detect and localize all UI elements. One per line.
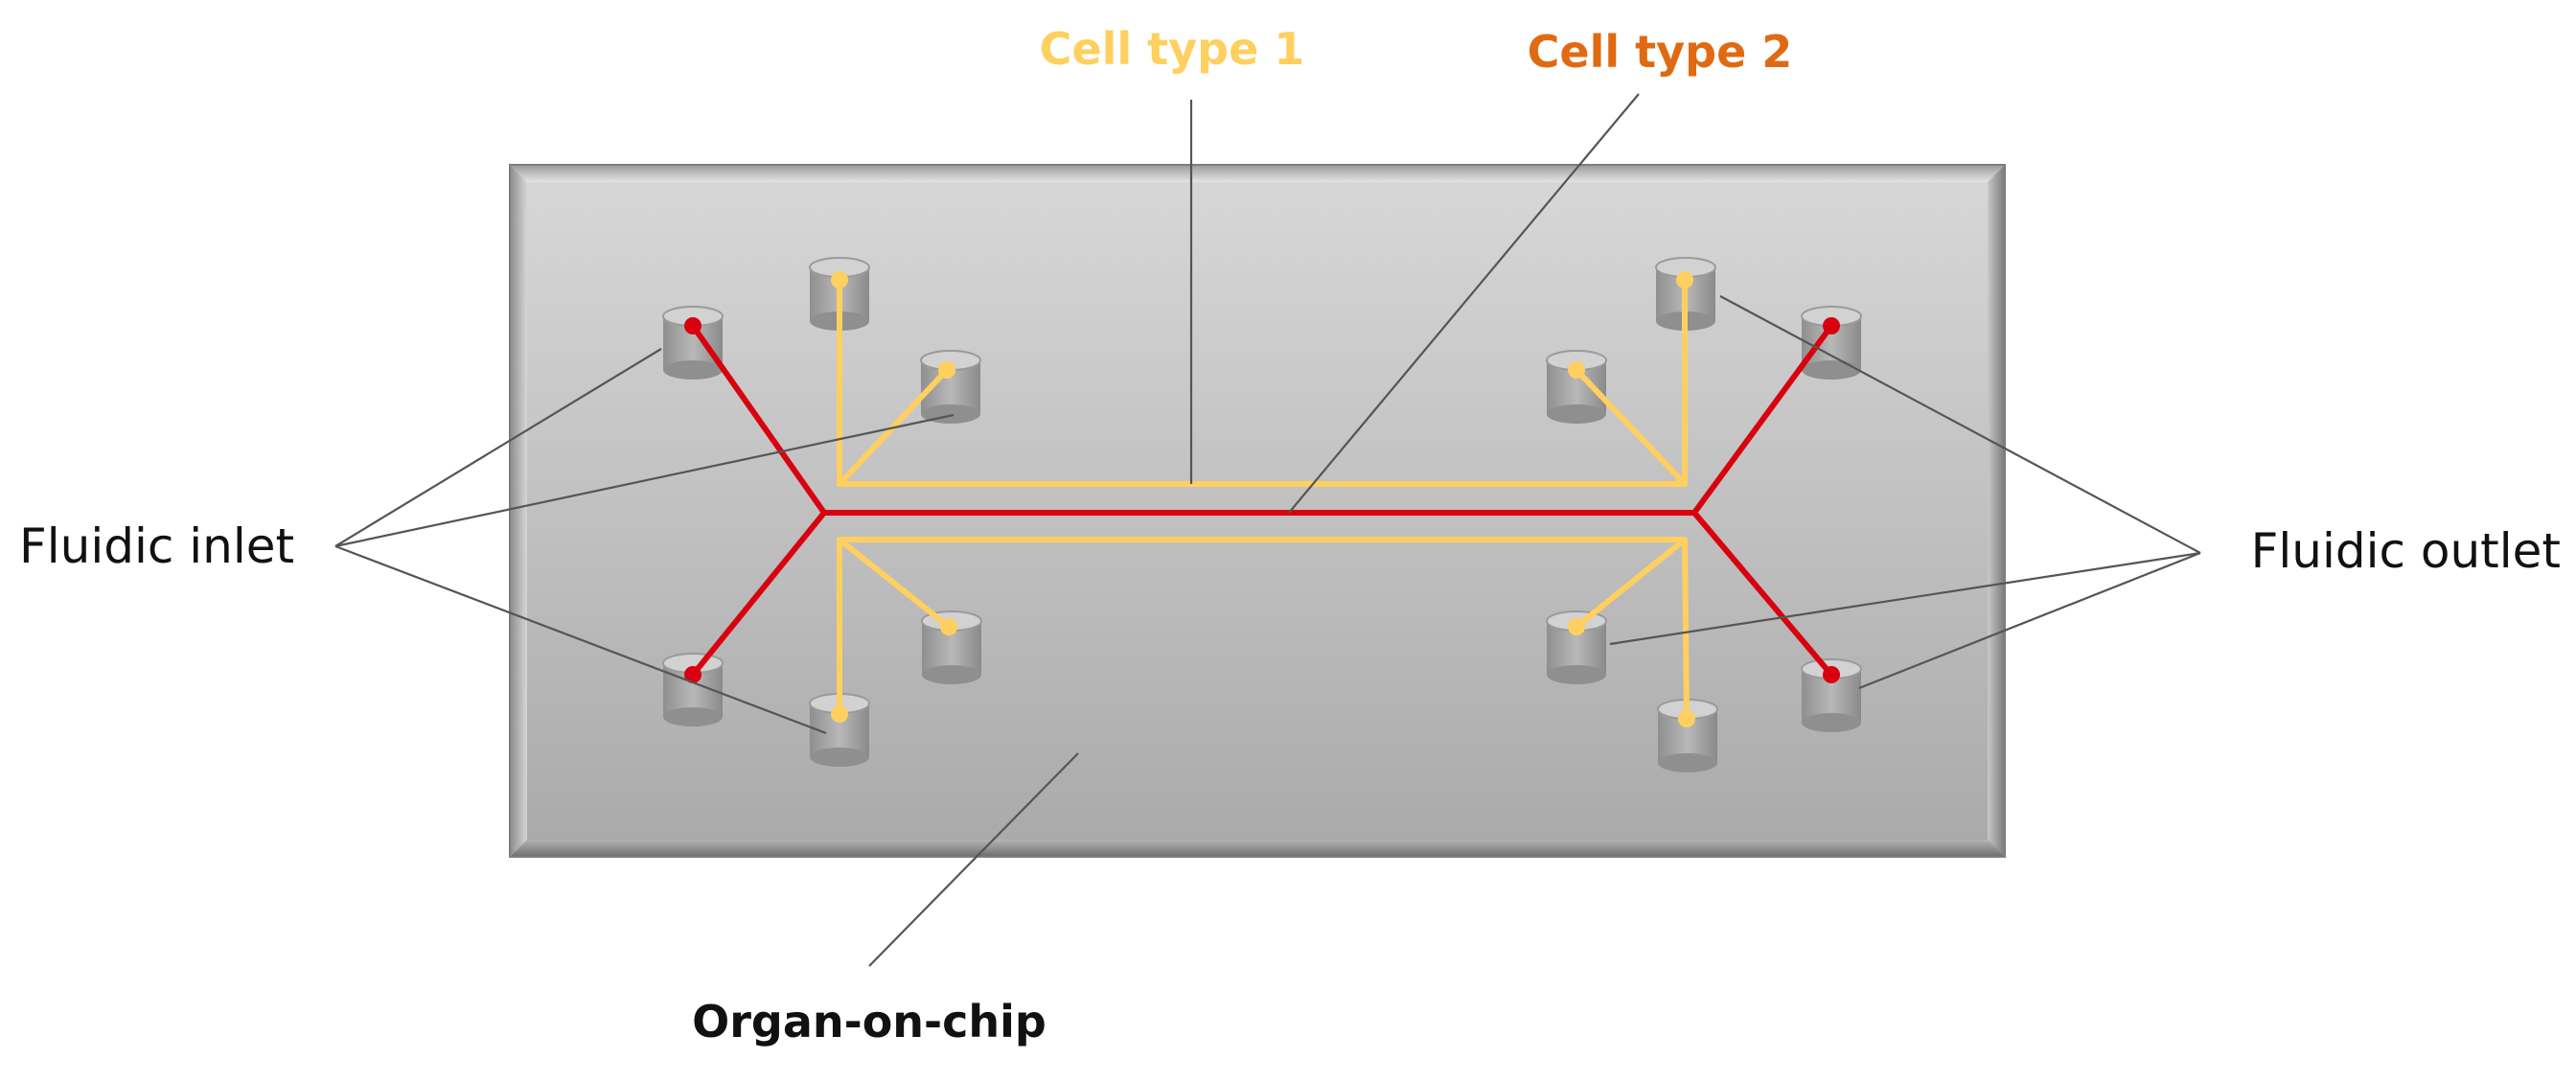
red-port-dot [684,666,702,683]
yellow-channel-top [837,277,1688,487]
red-branch-bottom-right [1691,510,1834,678]
leader-outlet-top [1719,295,2201,554]
leader-organ-on-chip [868,752,1079,967]
label-fluidic-inlet: Fluidic inlet [19,518,294,574]
label-organ-on-chip: Organ-on-chip [692,996,1046,1047]
well-yellow-top-right-inner [1546,350,1607,424]
red-branch-bottom-left [690,510,827,678]
leader-inlet-bottom [334,544,827,735]
well-outlet-red-top [1801,306,1862,380]
red-branch-top-right [1691,323,1834,516]
cell-type-2-ports [684,317,1840,683]
label-cell-type-1: Cell type 1 [1040,23,1305,75]
well-inlet-red-top [662,306,724,380]
leader-outlet-bottom [1858,551,2201,690]
yellow-port-dot [1676,271,1693,288]
leader-inlet-top-inner [334,413,954,548]
yellow-port-dot [1568,618,1585,635]
yellow-port-dot [831,271,848,288]
yellow-branch-bottom-right [1574,537,1688,630]
red-port-dot [684,317,702,334]
label-fluidic-outlet: Fluidic outlet [2251,523,2561,579]
yellow-port-dot [938,361,955,379]
label-cell-type-2: Cell type 2 [1528,26,1793,78]
yellow-branch-top-right [1574,367,1688,487]
cell-type-1-ports [831,271,1695,727]
yellow-branch-bottom-left [837,537,952,630]
yellow-port-dot [940,618,957,635]
leader-inlet-top [334,348,662,547]
leader-cell-type-2 [1288,93,1640,514]
leader-outlet-mid [1609,551,2201,646]
red-port-dot [1823,666,1840,683]
yellow-channel-bottom [837,537,1690,722]
yellow-port-dot [1678,710,1695,727]
red-port-dot [1823,317,1840,334]
leader-lines [334,93,2201,967]
yellow-port-dot [831,705,848,723]
yellow-port-dot [1568,361,1585,379]
cell-type-2-channel [690,323,1834,678]
red-branch-top-left [690,323,827,516]
